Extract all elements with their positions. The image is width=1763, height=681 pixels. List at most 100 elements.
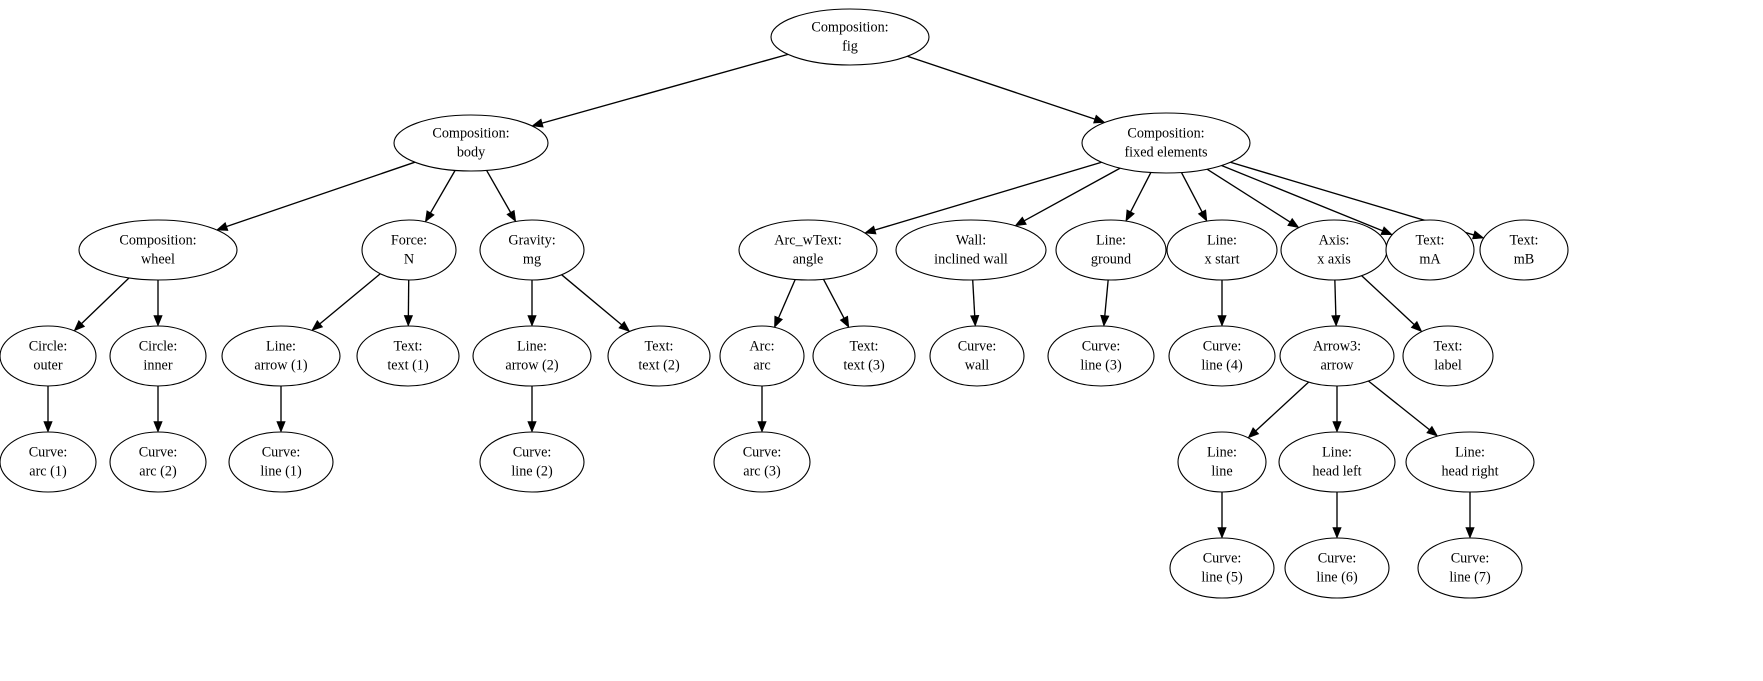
edge-linexstart-to-curveline4 (1217, 280, 1227, 327)
arrowhead-icon (1093, 114, 1106, 124)
graph-node-fig[interactable]: Composition:fig (770, 8, 930, 66)
arrowhead-icon (1380, 226, 1393, 235)
edge-line (541, 53, 789, 124)
node-label-type: Wall: (956, 232, 986, 248)
node-label-name: head right (1441, 463, 1498, 479)
node-label-name: wheel (141, 251, 175, 267)
edge-arcwtext-to-texttext3 (822, 278, 850, 329)
node-label-type: Curve: (1203, 338, 1242, 354)
node-ellipse (393, 114, 549, 172)
graph-node-arcarc[interactable]: Arc:arc (719, 325, 805, 387)
graph-node-circouter[interactable]: Circle:outer (0, 325, 97, 387)
edge-linearrow2-to-curveline2 (527, 386, 537, 433)
graph-node-lineheadright[interactable]: Line: head right (1405, 431, 1535, 493)
graph-node-texttext3[interactable]: Text:text (3) (812, 325, 916, 387)
graph-node-curveline1[interactable]: Curve: line (1) (228, 431, 334, 493)
graph-node-textmB[interactable]: Text:mB (1479, 219, 1569, 281)
arrowhead-icon (311, 319, 324, 331)
graph-node-textlabel[interactable]: Text:label (1402, 325, 1494, 387)
node-label-type: Line: (266, 338, 296, 354)
edge-line (1104, 279, 1109, 316)
arrowhead-icon (1410, 320, 1423, 333)
node-ellipse (109, 431, 207, 493)
node-ellipse (719, 325, 805, 387)
arrowhead-icon (43, 421, 53, 433)
node-label-name: line (7) (1449, 569, 1491, 585)
graph-node-linearrow1[interactable]: Line:arrow (1) (221, 325, 341, 387)
graph-node-linearrow2[interactable]: Line:arrow (2) (472, 325, 592, 387)
node-label-type: Circle: (29, 338, 68, 354)
graph-node-curveline4[interactable]: Curve:line (4) (1168, 325, 1276, 387)
node-label-name: head left (1312, 463, 1361, 479)
graph-node-texttext2[interactable]: Text:text (2) (607, 325, 711, 387)
graph-node-body[interactable]: Composition:body (393, 114, 549, 172)
graph-node-lineheadleft[interactable]: Line:head left (1278, 431, 1396, 493)
graph-node-textmA[interactable]: Text:mA (1385, 219, 1475, 281)
graph-node-curveline5[interactable]: Curve:line (5) (1169, 537, 1275, 599)
node-ellipse (1417, 537, 1523, 599)
node-label-type: Line: (1207, 232, 1237, 248)
edge-line (561, 274, 622, 326)
node-label-name: arc (753, 357, 770, 373)
graph-node-curveline2[interactable]: Curve:line (2) (479, 431, 585, 493)
graph-node-fixed[interactable]: Composition:fixed elements (1081, 112, 1251, 174)
graph-node-arrow3[interactable]: Arrow3:arrow (1279, 325, 1395, 387)
node-ellipse (109, 325, 207, 387)
edge-arrow3-to-lineline (1247, 381, 1310, 439)
graph-node-gravity[interactable]: Gravity:mg (479, 219, 585, 281)
arrowhead-icon (1100, 314, 1110, 327)
node-label-type: Curve: (262, 444, 301, 460)
arrowhead-icon (1217, 315, 1227, 327)
node-label-type: Composition: (432, 125, 509, 141)
node-label-name: line (1) (260, 463, 302, 479)
graph-node-wheel[interactable]: Composition:wheel (78, 219, 238, 281)
node-ellipse (78, 219, 238, 281)
edge-arrow3-to-lineheadleft (1332, 386, 1342, 433)
node-label-name: inclined wall (934, 251, 1008, 267)
arrowhead-icon (276, 421, 286, 433)
node-ellipse (929, 325, 1025, 387)
arrowhead-icon (839, 315, 850, 329)
edge-gravity-to-linearrow2 (527, 280, 537, 327)
graph-node-curvearc1[interactable]: Curve:arc (1) (0, 431, 97, 493)
graph-node-curveline3[interactable]: Curve:line (3) (1047, 325, 1155, 387)
node-label-type: Composition: (1127, 125, 1204, 141)
node-ellipse (1280, 219, 1388, 281)
arrowhead-icon (1197, 209, 1208, 222)
graph-node-lineline[interactable]: Line:line (1177, 431, 1267, 493)
graph-node-curveline6[interactable]: Curve:line (6) (1284, 537, 1390, 599)
edge-line (81, 277, 130, 325)
edge-circouter-to-curvearc1 (43, 386, 53, 433)
edge-line (1024, 167, 1121, 222)
node-ellipse (1166, 219, 1278, 281)
graph-node-linexstart[interactable]: Line:x start (1166, 219, 1278, 281)
graph-node-texttext1[interactable]: Text:text (1) (356, 325, 460, 387)
edge-line (1361, 275, 1415, 325)
graph-node-axis[interactable]: Axis:x axis (1280, 219, 1388, 281)
arrowhead-icon (527, 421, 537, 433)
node-ellipse (770, 8, 930, 66)
graph-node-circinner[interactable]: Circle:inner (109, 325, 207, 387)
node-label-type: Line: (1207, 444, 1237, 460)
graph-node-wall[interactable]: Wall: inclined wall (895, 219, 1047, 281)
graph-node-arcwtext[interactable]: Arc_wText:angle (738, 219, 878, 281)
graph-node-lineground[interactable]: Line:ground (1055, 219, 1167, 281)
edge-line (226, 161, 416, 228)
edge-arrow3-to-lineheadright (1367, 380, 1439, 437)
graph-node-forceN[interactable]: Force:N (361, 219, 457, 281)
arrowhead-icon (1125, 209, 1135, 222)
graph-node-curvewall[interactable]: Curve:wall (929, 325, 1025, 387)
node-label-type: Curve: (743, 444, 782, 460)
node-label-name: mg (523, 251, 541, 267)
node-ellipse (1405, 431, 1535, 493)
edge-body-to-gravity (486, 170, 517, 223)
node-label-type: Line: (1455, 444, 1485, 460)
graph-node-curvearc3[interactable]: Curve:arc (3) (713, 431, 811, 493)
edge-lineheadleft-to-curveline6 (1332, 492, 1342, 539)
arrowhead-icon (757, 421, 767, 433)
graph-node-curveline7[interactable]: Curve:line (7) (1417, 537, 1523, 599)
graph-node-curvearc2[interactable]: Curve:arc (2) (109, 431, 207, 493)
arrowhead-icon (1014, 216, 1027, 227)
node-ellipse (1168, 325, 1276, 387)
